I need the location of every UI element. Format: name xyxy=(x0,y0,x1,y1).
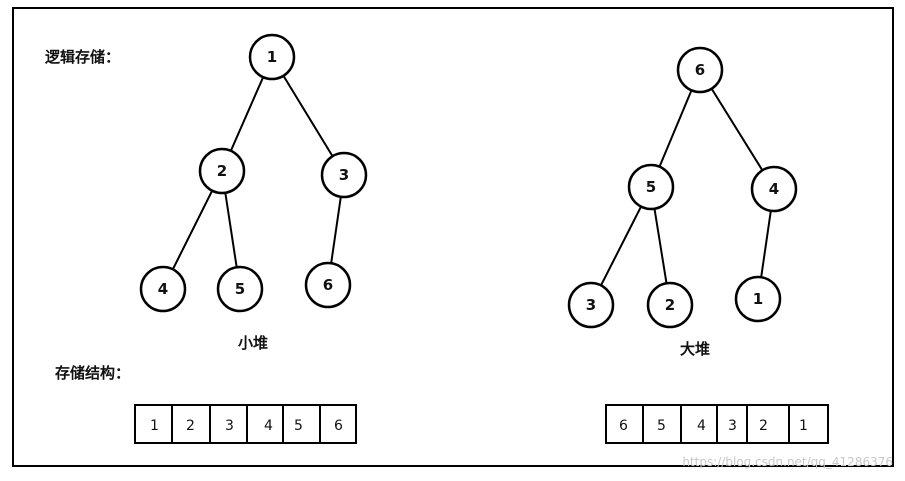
tree-node: 6 xyxy=(304,261,352,309)
tree-node: 1 xyxy=(248,33,296,81)
tree-node: 2 xyxy=(646,281,694,329)
node-value: 3 xyxy=(586,296,596,314)
array-cell: 2 xyxy=(759,418,768,434)
node-value: 3 xyxy=(339,166,349,184)
node-value: 2 xyxy=(217,162,227,180)
array-cell: 5 xyxy=(294,418,303,434)
node-value: 4 xyxy=(769,180,779,198)
array-cell: 6 xyxy=(619,418,628,434)
array-frame xyxy=(134,404,357,444)
array-cell: 2 xyxy=(186,418,195,434)
array-cell: 1 xyxy=(799,418,808,434)
tree-node: 1 xyxy=(734,275,782,323)
tree-node: 3 xyxy=(320,151,368,199)
storage-structure-label: 存储结构： xyxy=(55,364,130,382)
node-value: 1 xyxy=(753,290,763,308)
tree-node: 3 xyxy=(567,281,615,329)
array-cell: 4 xyxy=(264,418,273,434)
array-dividers xyxy=(171,405,321,443)
node-value: 5 xyxy=(646,178,656,196)
min-heap-array: 1 2 3 4 5 6 xyxy=(134,404,357,444)
tree-node: 4 xyxy=(750,165,798,213)
min-heap-label: 小堆 xyxy=(238,334,268,352)
array-cell: 3 xyxy=(225,418,234,434)
node-value: 5 xyxy=(235,280,245,298)
edge xyxy=(699,69,775,190)
array-cell: 1 xyxy=(150,418,159,434)
watermark: https://blog.csdn.net/qq_41286376 xyxy=(682,455,893,469)
node-value: 1 xyxy=(267,48,277,66)
node-value: 6 xyxy=(695,61,705,79)
tree-node: 5 xyxy=(216,265,264,313)
node-value: 2 xyxy=(665,296,675,314)
node-value: 6 xyxy=(323,276,333,294)
array-cell: 3 xyxy=(728,418,737,434)
min-heap-edges xyxy=(162,56,345,290)
tree-node: 2 xyxy=(198,147,246,195)
tree-node: 5 xyxy=(627,163,675,211)
tree-node: 4 xyxy=(139,265,187,313)
diagram-frame xyxy=(12,7,894,467)
max-heap-array: 6 5 4 3 2 1 xyxy=(605,404,829,444)
array-cell: 5 xyxy=(657,418,666,434)
min-heap-tree: 1 2 3 4 5 6 xyxy=(139,33,368,313)
max-heap-label: 大堆 xyxy=(680,340,710,358)
max-heap-tree: 6 5 4 3 2 1 xyxy=(567,46,798,329)
tree-node: 6 xyxy=(676,46,724,94)
array-cell: 4 xyxy=(697,418,706,434)
max-heap-edges xyxy=(590,69,775,306)
array-dividers xyxy=(642,405,790,443)
logical-storage-label: 逻辑存储： xyxy=(45,48,120,66)
node-value: 4 xyxy=(158,280,168,298)
array-cell: 6 xyxy=(334,418,343,434)
